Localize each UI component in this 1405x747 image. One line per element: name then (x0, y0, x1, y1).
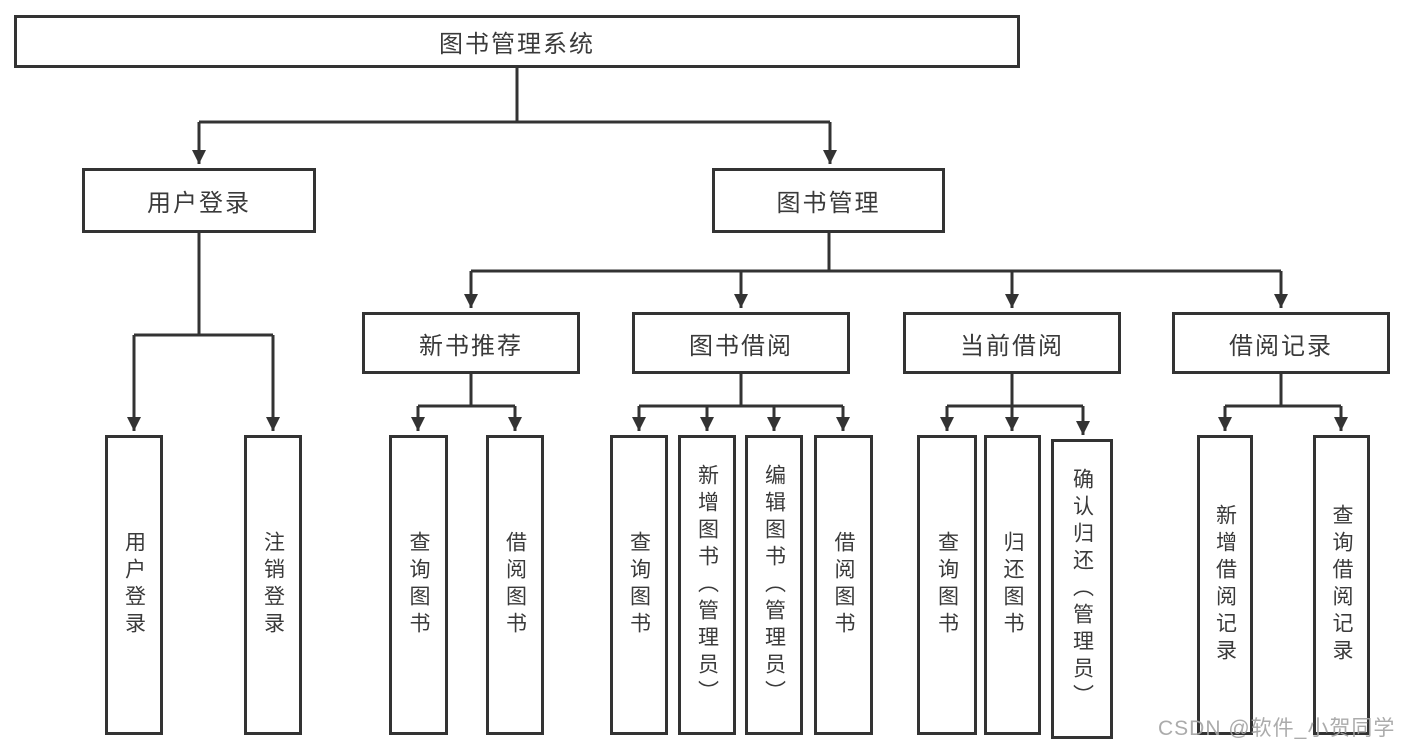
node-label: 新书推荐 (419, 332, 523, 360)
connector-current-rail (947, 374, 1083, 408)
node-label: 借阅图书 (503, 531, 527, 639)
leaf-return-books: 归还图书 (984, 435, 1041, 735)
leaf-add-books-admin: 新增图书（管理员） (678, 435, 736, 735)
leaf-edit-books-admin: 编辑图书（管理员） (745, 435, 803, 735)
connector-bookmgmt-rail (471, 233, 1281, 273)
node-label: 用户登录 (147, 190, 251, 217)
connector-userlogin-rail (134, 233, 273, 337)
leaf-query-books-current: 查询图书 (917, 435, 977, 735)
node-label: 归还图书 (1001, 531, 1024, 639)
node-library-management-system: 图书管理系统 (14, 15, 1020, 68)
node-label: 新增借阅记录 (1213, 504, 1237, 666)
leaf-add-borrow-record: 新增借阅记录 (1197, 435, 1253, 735)
node-label: 图书管理系统 (439, 31, 595, 58)
connector-recommend-rail (418, 374, 515, 408)
node-label: 查询图书 (627, 531, 651, 639)
leaf-logout: 注销登录 (244, 435, 302, 735)
node-label: 确认归还（管理员） (1070, 467, 1094, 711)
leaf-user-login: 用户登录 (105, 435, 163, 735)
node-label: 注销登录 (261, 531, 285, 639)
leaf-query-books-borrowing: 查询图书 (610, 435, 668, 735)
node-book-borrowing: 图书借阅 (632, 312, 850, 374)
csdn-watermark: CSDN @软件_小贺同学 (1158, 717, 1396, 740)
leaf-borrow-books-recommend: 借阅图书 (486, 435, 544, 735)
node-label: 当前借阅 (960, 332, 1064, 360)
connector-root-trunk (199, 68, 830, 124)
node-label: 查询图书 (935, 531, 959, 639)
node-current-borrowing: 当前借阅 (903, 312, 1121, 374)
node-new-book-recommendation: 新书推荐 (362, 312, 580, 374)
node-label: 编辑图书（管理员） (762, 463, 786, 707)
node-book-management: 图书管理 (712, 168, 945, 233)
node-label: 借阅记录 (1229, 332, 1333, 360)
connector-records-rail (1225, 374, 1341, 408)
node-borrowing-records: 借阅记录 (1172, 312, 1390, 374)
node-label: 图书管理 (776, 190, 881, 217)
node-label: 查询借阅记录 (1330, 504, 1353, 666)
node-label: 查询图书 (407, 531, 430, 639)
node-label: 用户登录 (122, 531, 146, 639)
node-user-login: 用户登录 (82, 168, 316, 233)
leaf-confirm-return-admin: 确认归还（管理员） (1051, 439, 1113, 739)
connector-borrowing-rail (639, 374, 843, 408)
node-label: 新增图书（管理员） (695, 463, 719, 707)
node-label: 借阅图书 (832, 531, 855, 639)
leaf-borrow-books-borrowing: 借阅图书 (814, 435, 873, 735)
node-label: 图书借阅 (689, 332, 793, 360)
leaf-query-books-recommend: 查询图书 (389, 435, 448, 735)
leaf-query-borrow-record: 查询借阅记录 (1313, 435, 1370, 735)
